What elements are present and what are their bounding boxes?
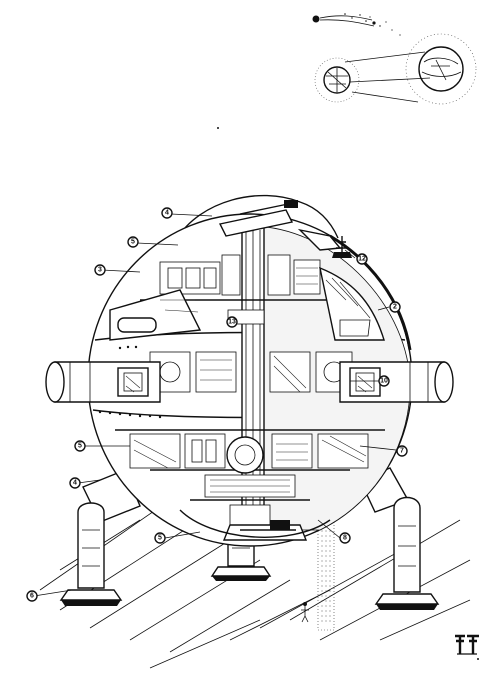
upper-deck-machinery [159,254,321,325]
hull [87,194,413,547]
right-window-bay [319,266,385,341]
callout-label: 3 [98,267,102,274]
callout-label: 12 [358,256,366,263]
callout-marker: 12 [356,253,368,265]
callout-label: 5 [158,535,162,542]
callout-label: 5 [78,443,82,450]
callout-label: 8 [343,535,347,542]
side-arms [45,361,454,403]
callout-label: 2 [393,304,397,311]
callout-marker: 7 [396,445,408,457]
callout-label: 10 [380,378,388,385]
callout-marker: 3 [94,264,106,276]
callout-marker: 4 [69,477,81,489]
callout-marker: 5 [154,532,166,544]
right-arm [339,361,454,403]
callout-label: 4 [73,480,77,487]
comet-icon [312,13,401,36]
callout-marker: 8 [339,532,351,544]
lower-deck-machinery [129,433,369,526]
moon-icon [314,57,360,103]
callout-marker: 6 [26,590,38,602]
callout-label: 5 [131,239,135,246]
callout-marker: 10 [378,375,390,387]
callout-marker: 5 [74,440,86,452]
callout-marker: 4 [161,207,173,219]
callout-label: 4 [165,210,169,217]
light-beam [317,519,335,631]
human-figure-icon [301,602,309,623]
space-inset [312,13,477,105]
callout-leaders [33,213,397,597]
callout-label: 6 [30,593,34,600]
callout-marker: 2 [389,301,401,313]
artist-monogram-icon [455,634,479,655]
callout-marker: 13 [226,316,238,328]
callout-label: 13 [228,319,236,326]
antenna-icon [332,236,352,258]
paper-specks [217,127,479,660]
dome-turret [218,200,342,251]
callout-label: 7 [400,448,404,455]
left-porthole-bay [109,289,202,341]
callout-marker: 5 [127,236,139,248]
leg-front-left [59,469,141,606]
left-arm [45,361,161,403]
planet-icon [405,33,477,105]
callouts: 4 5 3 12 2 13 10 7 [26,207,408,602]
